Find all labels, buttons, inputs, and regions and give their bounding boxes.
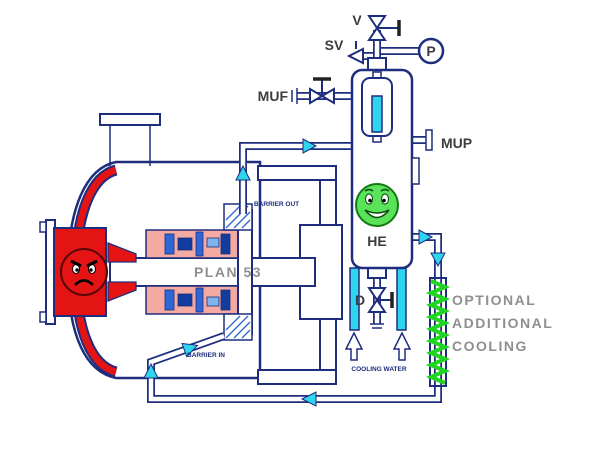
gland-flange-lower [223, 313, 253, 341]
pressure-gauge-label: P [426, 43, 435, 59]
safety-valve [346, 41, 364, 65]
discharge-flange [99, 113, 161, 126]
flow-arrows [143, 138, 446, 407]
rear-top-rail [257, 165, 337, 181]
optional-cooling-label-3: COOLING [452, 338, 528, 354]
flow-arrow-right-return-top [418, 229, 434, 245]
makeup-port-flange [425, 129, 433, 151]
drain-valve [367, 287, 394, 313]
flow-arrow-down-coil [430, 252, 446, 268]
suction-flange-bolt-top [39, 221, 47, 233]
mechanical-seal-parts [164, 231, 231, 313]
level-gauge [361, 71, 393, 143]
makeup-fill-label: MUF [258, 88, 289, 104]
optional-cooling-label-1: OPTIONAL [452, 292, 536, 308]
impeller-vane-upper [107, 242, 137, 263]
vent-valve [367, 15, 401, 41]
barrier-in-pipe [147, 233, 442, 403]
suction-flange-bolt-bottom [39, 311, 47, 323]
flow-arrow-left-bottom [300, 391, 317, 407]
flow-arrow-up-left-riser [143, 362, 159, 379]
pump-assembly [39, 113, 343, 385]
optional-cooling-coil [425, 277, 451, 387]
vent-valve-label: V [352, 12, 362, 28]
makeup-port-label: MUP [441, 135, 472, 151]
rear-bottom-rail [257, 369, 337, 385]
angry-face-icon [60, 248, 108, 296]
cooling-water-tube-left [349, 267, 360, 331]
gland-flange-upper [223, 203, 253, 231]
cooling-water-arrow-left [344, 331, 364, 361]
optional-cooling-label-2: ADDITIONAL [452, 315, 553, 331]
drain-label: D [355, 292, 365, 308]
happy-face-icon [355, 183, 399, 227]
makeup-fill-valve [309, 77, 335, 105]
safety-valve-label: SV [325, 37, 344, 53]
flow-arrow-to-gland [181, 342, 199, 358]
cooling-water-tube-right [396, 267, 407, 331]
discharge-nozzle [99, 113, 161, 166]
labels: V SV P MUF MUP HE D PLAN 53 BARRIER OUT … [187, 12, 553, 373]
cooling-water-arrow-right [392, 331, 412, 361]
barrier-out-label: BARRIER OUT [254, 201, 299, 208]
bearing-housing [299, 224, 343, 320]
flow-arrow-right-barrier-out [302, 138, 318, 154]
cooling-water-label: COOLING WATER [351, 366, 406, 373]
reservoir-bracket [411, 157, 420, 185]
barrier-in-label: BARRIER IN [187, 352, 225, 359]
coil-fins [425, 279, 451, 385]
pressure-gauge [417, 37, 445, 65]
sight-glass-liquid [371, 95, 383, 133]
flow-arrow-up-barrier-out [235, 164, 251, 181]
heat-exchanger-label: HE [367, 233, 386, 249]
reservoir-top-neck [367, 57, 387, 71]
reservoir-drain-neck [367, 267, 387, 279]
plan-label: PLAN 53 [194, 264, 262, 280]
impeller-vane-lower [107, 281, 137, 302]
